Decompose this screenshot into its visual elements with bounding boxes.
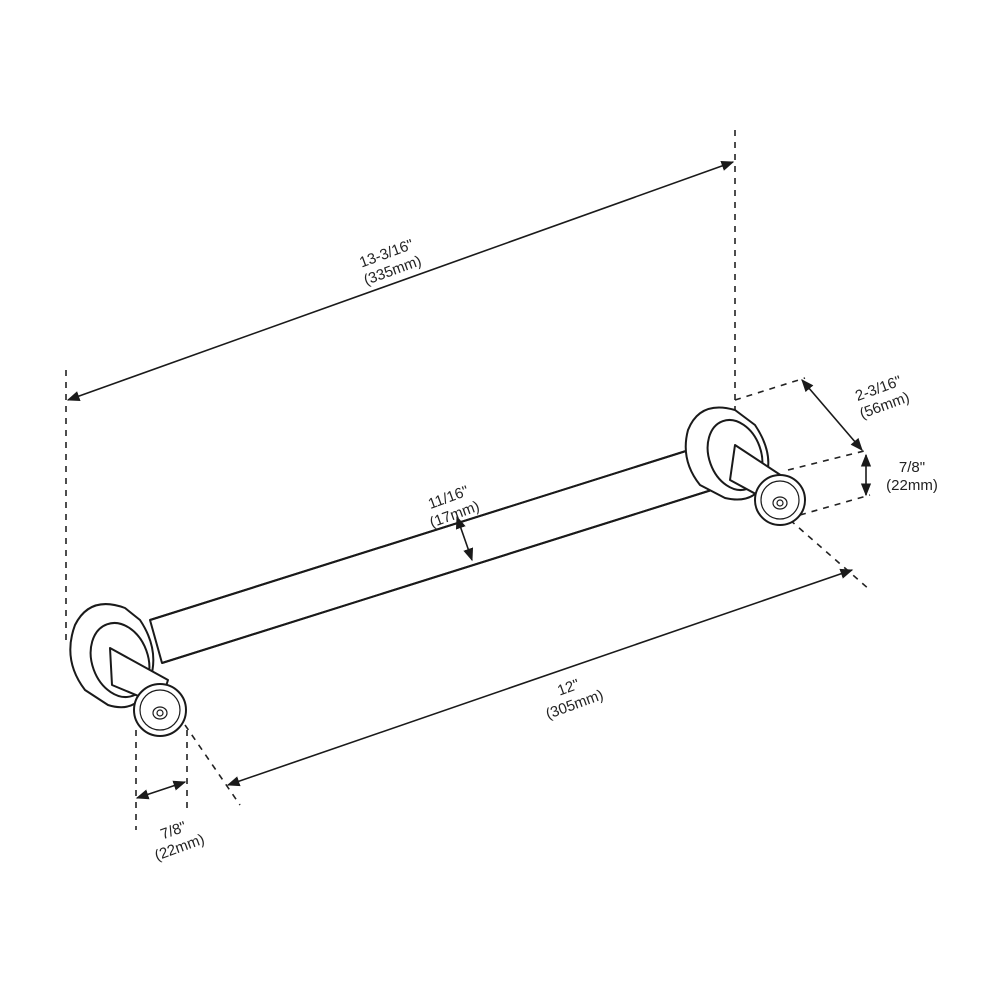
center-to-center-imperial: 12" xyxy=(555,676,582,700)
left-post-dim-line xyxy=(135,780,187,800)
left-standoff xyxy=(69,603,187,737)
right-post-label: 7/8" (22mm) xyxy=(886,459,938,494)
center-to-center-label: 12" (305mm) xyxy=(544,676,606,723)
right-post-metric: (22mm) xyxy=(886,477,938,494)
right-post-imperial: 7/8" xyxy=(899,459,925,476)
left-post-label: 7/8" (22mm) xyxy=(152,818,206,864)
dimension-lines xyxy=(66,161,872,800)
handle-bar xyxy=(149,444,719,664)
projection-dim-line xyxy=(801,379,863,451)
right-standoff xyxy=(684,406,806,526)
bar-diameter-label: 11/16" (17mm) xyxy=(426,483,482,532)
projection-label: 2-3/16" (56mm) xyxy=(853,373,912,423)
overall-length-label: 13-3/16" (335mm) xyxy=(357,236,424,289)
bar-diameter-dim-line xyxy=(455,515,474,562)
center-to-center-dim-line xyxy=(226,568,854,787)
overall-length-dim-line xyxy=(66,161,735,401)
